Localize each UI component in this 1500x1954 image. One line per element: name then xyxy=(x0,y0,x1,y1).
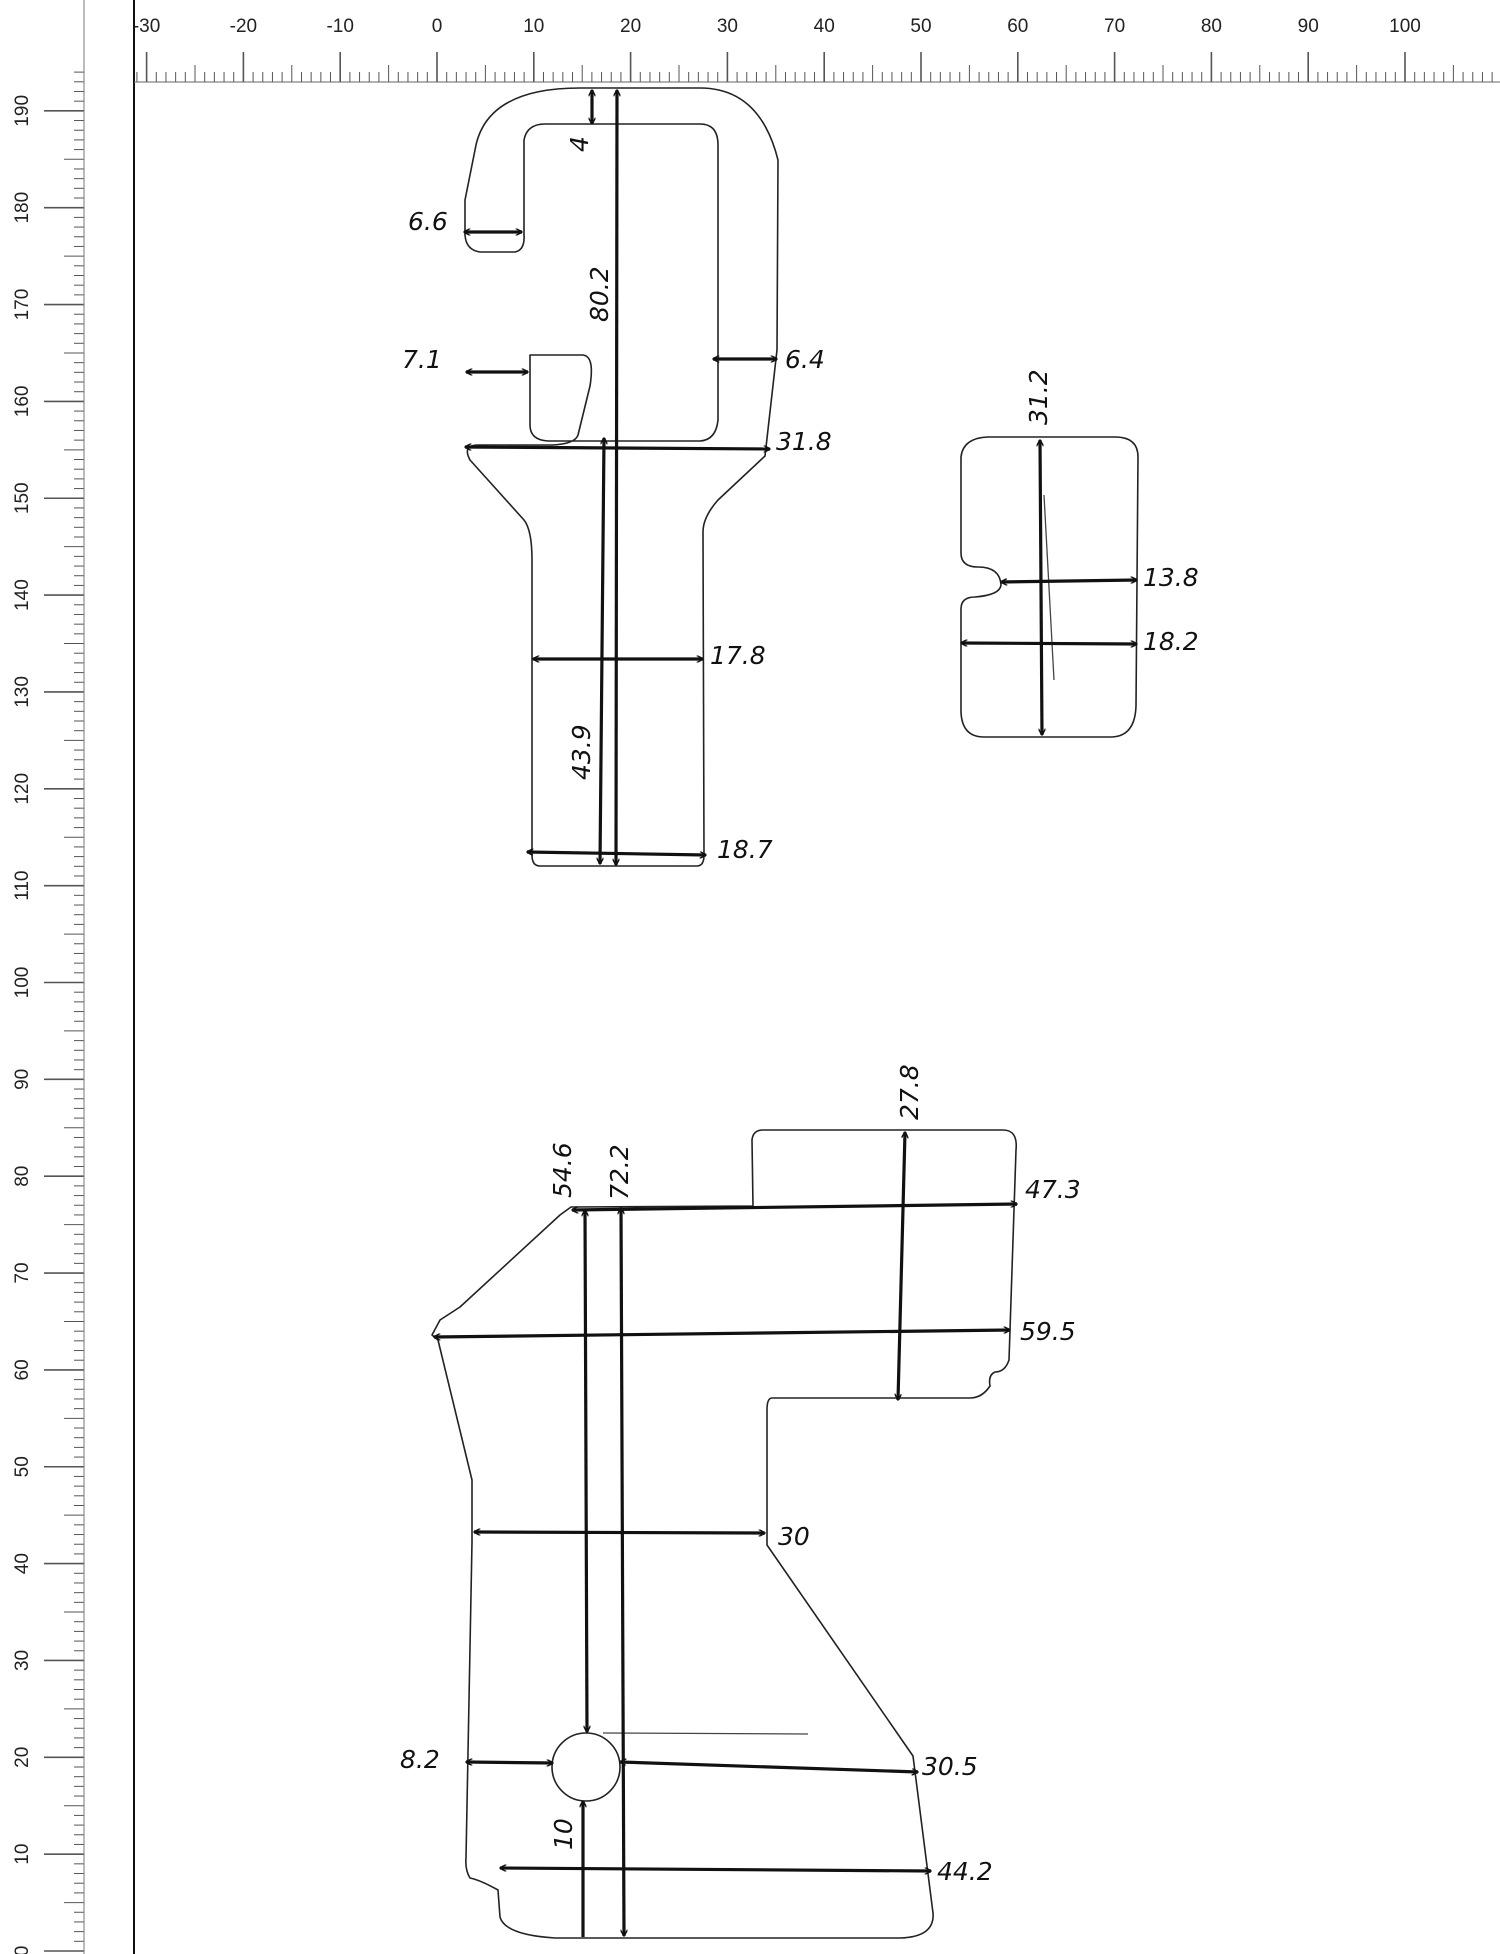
dim-line-plate-72-2 xyxy=(621,1208,624,1936)
hook-outline xyxy=(464,87,779,867)
left-ruler: 1901801701601501401301201101009080706050… xyxy=(12,0,85,1954)
dimension-lines xyxy=(434,90,1137,1937)
plate-hole xyxy=(551,1732,621,1802)
top-ruler-label: 70 xyxy=(1104,16,1125,37)
plate-dim-27-8: 27.8 xyxy=(895,1064,924,1120)
top-ruler-label: -20 xyxy=(230,16,257,37)
left-ruler-label: 140 xyxy=(12,579,33,611)
hook-dim-80-2: 80.2 xyxy=(585,266,614,322)
top-ruler-label: 40 xyxy=(814,16,835,37)
dim-line-block-31-2 xyxy=(1040,440,1042,735)
dim-line-hook-18-7 xyxy=(527,852,706,855)
top-ruler-label: 60 xyxy=(1007,16,1028,37)
top-ruler-label: 10 xyxy=(523,16,544,37)
hook-part xyxy=(464,87,779,867)
left-ruler-label: 10 xyxy=(12,1844,33,1865)
left-ruler-label: 160 xyxy=(12,386,33,418)
plate-outline xyxy=(431,1129,1018,1939)
plate-dim-44-2: 44.2 xyxy=(937,1857,993,1886)
dim-line-plate-30-5 xyxy=(620,1762,918,1772)
hook-dim-6-4: 6.4 xyxy=(785,345,825,374)
top-ruler: -30 -20 -10 0 10 20 30 40 50 60 70 80 90 100 xyxy=(133,16,1493,82)
plate-dim-30-5: 30.5 xyxy=(922,1752,978,1781)
dimension-labels: 4 6.6 7.1 80.2 6.4 31.8 17.8 43.9 18.7 3… xyxy=(400,136,1199,1886)
top-ruler-label: 20 xyxy=(620,16,641,37)
left-ruler-label: 120 xyxy=(12,773,33,805)
top-ruler-label: 30 xyxy=(717,16,738,37)
block-slant-line xyxy=(1043,494,1055,681)
dim-line-block-18-2 xyxy=(961,643,1137,644)
plate-dim-54-6: 54.6 xyxy=(548,1142,577,1198)
block-dim-13-8: 13.8 xyxy=(1143,563,1199,592)
left-ruler-label: 190 xyxy=(12,95,33,127)
hook-dim-7-1: 7.1 xyxy=(402,345,442,374)
dim-line-plate-59-5 xyxy=(434,1330,1010,1337)
dim-line-plate-8-2 xyxy=(466,1762,553,1763)
left-ruler-label: 70 xyxy=(12,1262,33,1283)
dim-line-plate-30 xyxy=(474,1532,765,1533)
block-part xyxy=(960,436,1139,738)
left-ruler-label: 30 xyxy=(12,1650,33,1671)
plate-dim-47-3: 47.3 xyxy=(1025,1175,1081,1204)
hook-dim-4: 4 xyxy=(565,136,594,152)
left-ruler-label: 90 xyxy=(12,1069,33,1090)
left-ruler-label: 170 xyxy=(12,289,33,321)
plate-dim-59-5: 59.5 xyxy=(1020,1317,1076,1346)
dim-line-hook-31-8 xyxy=(465,447,770,449)
top-ruler-label: -30 xyxy=(133,16,160,37)
dim-line-plate-47-3 xyxy=(572,1204,1017,1210)
left-ruler-label: 40 xyxy=(12,1553,33,1574)
block-outline xyxy=(960,436,1139,738)
left-ruler-label: 110 xyxy=(12,871,33,901)
left-ruler-label: 80 xyxy=(12,1166,33,1187)
left-ruler-label: 130 xyxy=(12,676,33,708)
block-dim-31-2: 31.2 xyxy=(1024,369,1053,425)
dim-line-plate-27-8 xyxy=(898,1132,905,1400)
left-ruler-label: 0 xyxy=(12,1946,33,1954)
block-dim-18-2: 18.2 xyxy=(1143,627,1199,656)
hook-dim-6-6: 6.6 xyxy=(408,207,448,236)
dim-line-plate-44-2 xyxy=(500,1868,931,1871)
left-ruler-label: 100 xyxy=(12,967,33,999)
dim-line-block-13-8 xyxy=(1001,580,1137,582)
left-ruler-label: 150 xyxy=(12,482,33,514)
top-ruler-label: 0 xyxy=(432,16,443,37)
dim-line-plate-54-6 xyxy=(585,1210,587,1732)
top-ruler-label: 90 xyxy=(1298,16,1319,37)
left-ruler-label: 180 xyxy=(12,192,33,224)
plate-dim-72-2: 72.2 xyxy=(605,1144,634,1200)
dim-line-hook-80-2 xyxy=(616,90,617,865)
left-ruler-label: 20 xyxy=(12,1747,33,1768)
hook-dim-43-9: 43.9 xyxy=(567,724,596,780)
hook-dim-31-8: 31.8 xyxy=(776,427,832,456)
plate-dim-30: 30 xyxy=(778,1522,810,1551)
top-ruler-label: -10 xyxy=(326,16,353,37)
top-ruler-label: 100 xyxy=(1389,16,1421,37)
dim-line-hook-43-9 xyxy=(600,438,604,864)
hook-dim-17-8: 17.8 xyxy=(710,641,766,670)
top-ruler-label: 80 xyxy=(1201,16,1222,37)
hook-dim-18-7: 18.7 xyxy=(717,835,773,864)
top-ruler-label: 50 xyxy=(910,16,931,37)
left-ruler-label: 60 xyxy=(12,1359,33,1380)
left-ruler-label: 50 xyxy=(12,1456,33,1477)
plate-inner-line xyxy=(602,1732,809,1735)
plate-dim-10: 10 xyxy=(549,1818,578,1850)
plate-dim-8-2: 8.2 xyxy=(400,1745,440,1774)
